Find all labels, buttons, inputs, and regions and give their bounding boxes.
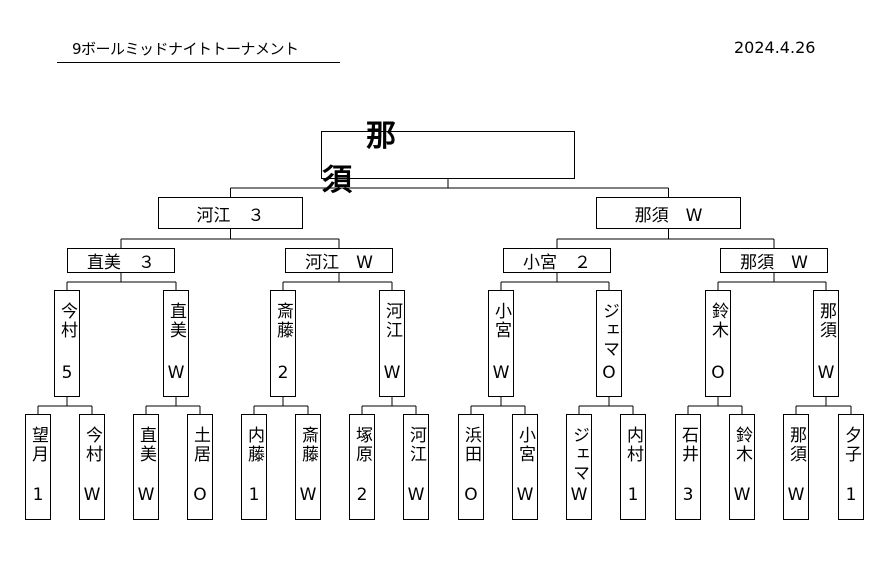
player-name: 石井 xyxy=(678,426,698,464)
match-result: O xyxy=(711,363,725,383)
semifinal-box: 小宮 ２ xyxy=(503,248,611,273)
player-name: 那須 xyxy=(786,426,806,464)
match-result: W xyxy=(83,485,101,505)
player-name: 河江 xyxy=(406,426,426,464)
semifinal-box-label: 河江 W xyxy=(305,253,373,273)
match-result: W xyxy=(137,485,155,505)
quarterfinal-box: 直美 W xyxy=(163,290,189,397)
match-result: 5 xyxy=(61,363,73,383)
player-name: 鈴木 xyxy=(732,426,752,464)
champion-box: 那 須 xyxy=(321,119,575,198)
semifinal-box-label: 那須 W xyxy=(740,253,808,273)
match-result: O xyxy=(464,485,478,505)
quarterfinal-box: 那須 W xyxy=(813,290,839,397)
match-result: W xyxy=(383,363,401,383)
title-underline xyxy=(57,62,340,63)
player-name: 鈴木 xyxy=(708,302,728,340)
semifinal-box-label: 小宮 ２ xyxy=(523,253,591,273)
final-box: 河江 ３ xyxy=(158,197,303,229)
match-result: 1 xyxy=(32,485,44,505)
match-result: O xyxy=(602,363,616,383)
player-name: 直美 xyxy=(136,426,156,464)
match-result: 2 xyxy=(277,363,289,383)
quarterfinal-box: 河江 W xyxy=(379,290,405,397)
player-name: 塚原 xyxy=(352,426,372,464)
round1-box: 斎藤 W xyxy=(295,414,321,520)
player-name: 夕子 xyxy=(841,426,861,464)
match-result: W xyxy=(733,485,751,505)
round1-box: 内村 1 xyxy=(620,414,646,520)
round1-box: 内藤 1 xyxy=(241,414,267,520)
player-name: 今村 xyxy=(82,426,102,464)
player-name: 浜田 xyxy=(461,426,481,464)
player-name: 土居 xyxy=(190,426,210,464)
quarterfinal-box: 今村 5 xyxy=(54,290,80,397)
round1-box: 土居 O xyxy=(187,414,213,520)
match-result: W xyxy=(492,363,510,383)
round1-box: 夕子 1 xyxy=(838,414,864,520)
player-name: 那須 xyxy=(816,302,836,340)
semifinal-box-label: 直美 ３ xyxy=(87,253,155,273)
round1-box: 浜田 O xyxy=(458,414,484,520)
player-name: 内藤 xyxy=(244,426,264,464)
match-result: 1 xyxy=(845,485,857,505)
match-result: W xyxy=(516,485,534,505)
match-result: W xyxy=(167,363,185,383)
semifinal-box: 河江 W xyxy=(285,248,393,273)
player-name: 内村 xyxy=(623,426,643,464)
player-name: 望月 xyxy=(28,426,48,464)
round1-box: 小宮 W xyxy=(512,414,538,520)
final-box-label: 那須 W xyxy=(634,205,703,226)
player-name: ジェマ xyxy=(599,302,619,359)
match-result: W xyxy=(570,485,588,505)
player-name: 河江 xyxy=(382,302,402,340)
round1-box: 今村 W xyxy=(79,414,105,520)
round1-box: 河江 W xyxy=(403,414,429,520)
player-name: 今村 xyxy=(57,302,77,340)
event-date: 2024.4.26 xyxy=(734,38,816,57)
match-result: W xyxy=(787,485,805,505)
match-result: W xyxy=(407,485,425,505)
player-name: ジェマ xyxy=(569,426,589,483)
player-name: 小宮 xyxy=(515,426,535,464)
match-result: 1 xyxy=(248,485,260,505)
round1-box: 直美 W xyxy=(133,414,159,520)
round1-box: 那須 W xyxy=(783,414,809,520)
quarterfinal-box: 斎藤 2 xyxy=(270,290,296,397)
quarterfinal-box: ジェマ O xyxy=(596,290,622,397)
match-result: 3 xyxy=(682,485,694,505)
semifinal-box: 直美 ３ xyxy=(67,248,175,273)
match-result: W xyxy=(299,485,317,505)
final-box: 那須 W xyxy=(596,197,741,229)
player-name: 直美 xyxy=(166,302,186,340)
round1-box: 望月 1 xyxy=(25,414,51,520)
quarterfinal-box: 小宮 W xyxy=(488,290,514,397)
match-result: 1 xyxy=(627,485,639,505)
player-name: 小宮 xyxy=(491,302,511,340)
page-title: 9ボールミッドナイトトーナメント xyxy=(72,40,299,58)
round1-box: 鈴木 W xyxy=(729,414,755,520)
match-result: W xyxy=(817,363,835,383)
player-name: 斎藤 xyxy=(273,302,293,340)
player-name: 斎藤 xyxy=(298,426,318,464)
round1-box: 石井 3 xyxy=(675,414,701,520)
final-box-label: 河江 ３ xyxy=(196,205,265,226)
semifinal-box: 那須 W xyxy=(720,248,828,273)
quarterfinal-box: 鈴木 O xyxy=(705,290,731,397)
match-result: O xyxy=(193,485,207,505)
round1-box: 塚原 2 xyxy=(349,414,375,520)
champion-box-label: 那 須 xyxy=(322,119,514,198)
match-result: 2 xyxy=(356,485,368,505)
